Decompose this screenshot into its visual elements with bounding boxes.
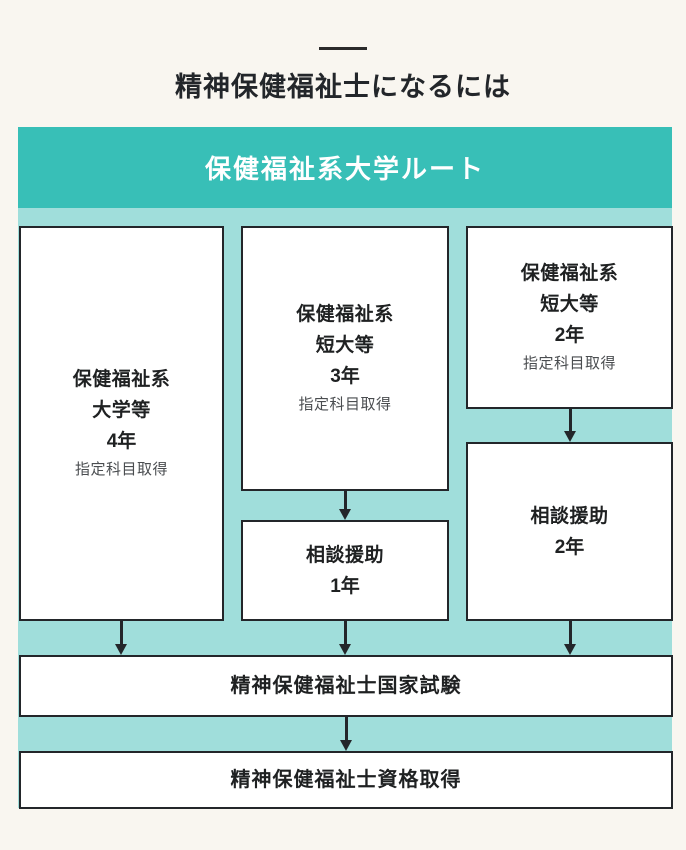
down-arrow-icon (336, 717, 356, 751)
node-junior-college-3yr: 保健福祉系 短大等 3年 指定科目取得 (241, 226, 449, 491)
arrow-head (340, 740, 352, 751)
title-rule (319, 47, 367, 50)
arrow-shaft (569, 409, 572, 432)
arrow-shaft (120, 621, 123, 645)
node-years: 1年 (330, 575, 360, 597)
down-arrow-icon (111, 621, 131, 655)
arrow-shaft (344, 621, 347, 645)
node-subnote: 指定科目取得 (74, 461, 168, 478)
node-line-2: 大学等 (92, 400, 151, 421)
node-license-label: 精神保健福祉士資格取得 (230, 768, 462, 791)
node-subnote: 指定科目取得 (298, 396, 392, 413)
arrow-shaft (344, 491, 347, 510)
arrow-head (564, 431, 576, 442)
down-arrow-icon (335, 491, 355, 520)
node-subnote: 指定科目取得 (522, 355, 616, 372)
node-line-1: 保健福祉系 (520, 263, 619, 284)
node-license-obtained: 精神保健福祉士資格取得 (19, 751, 673, 809)
node-national-exam: 精神保健福祉士国家試験 (19, 655, 673, 717)
route-header-label: 保健福祉系大学ルート (204, 154, 485, 184)
node-line-1: 相談援助 (305, 544, 384, 566)
arrow-head (115, 644, 127, 655)
down-arrow-icon (560, 621, 580, 655)
arrow-shaft (345, 717, 348, 741)
node-line-2: 短大等 (315, 335, 375, 356)
arrow-shaft (569, 621, 572, 645)
node-counseling-support-2yr: 相談援助 2年 (466, 442, 673, 621)
node-years: 2年 (554, 325, 585, 346)
down-arrow-icon (335, 621, 355, 655)
route-header: 保健福祉系大学ルート (18, 127, 672, 208)
page-title: 精神保健福祉士になるには (175, 72, 511, 102)
node-university-4yr: 保健福祉系 大学等 4年 指定科目取得 (19, 226, 224, 621)
node-exam-label: 精神保健福祉士国家試験 (230, 674, 462, 697)
node-years: 2年 (554, 536, 585, 558)
down-arrow-icon (560, 409, 580, 442)
node-years: 3年 (330, 366, 360, 387)
node-counseling-support-1yr: 相談援助 1年 (241, 520, 449, 621)
node-junior-college-2yr: 保健福祉系 短大等 2年 指定科目取得 (466, 226, 673, 409)
node-line-1: 保健福祉系 (72, 369, 171, 390)
arrow-head (339, 644, 351, 655)
node-years: 4年 (106, 431, 137, 452)
node-line-1: 保健福祉系 (296, 304, 394, 325)
node-line-1: 相談援助 (530, 505, 609, 527)
arrow-head (339, 509, 351, 520)
node-line-2: 短大等 (540, 294, 599, 315)
arrow-head (564, 644, 576, 655)
